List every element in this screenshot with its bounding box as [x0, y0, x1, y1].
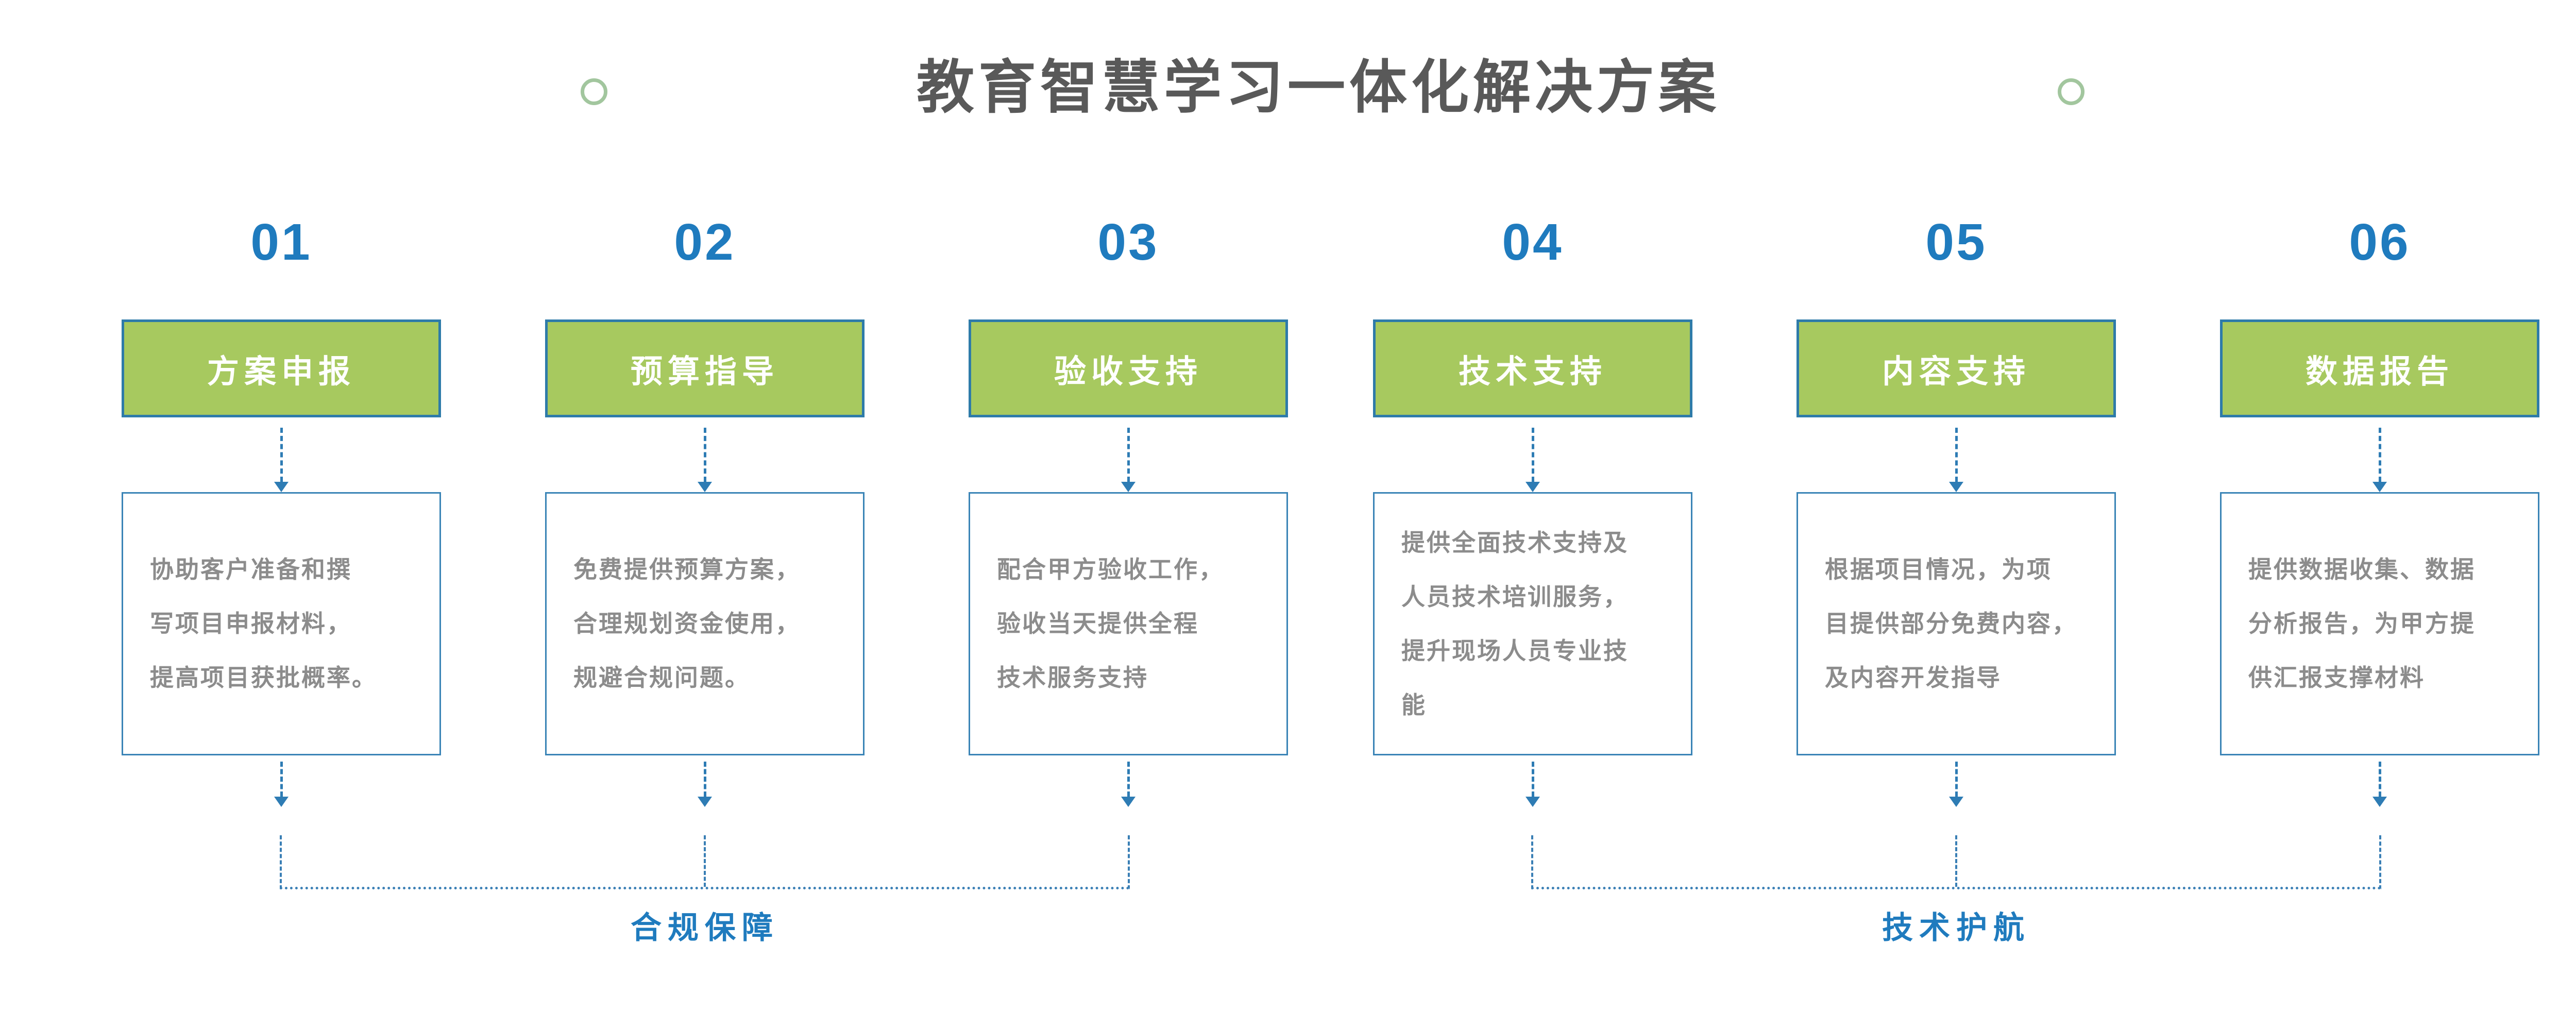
group-label: 合规保障 — [631, 911, 779, 945]
steps-area: 01 方案申报 协助客户准备和撰 写项目申报材料， 提高项目获批概率。 02 预… — [122, 216, 2539, 948]
group-columns: 04 技术支持 提供全面技术支持及 人员技术培训服务， 提升现场人员专业技 能 … — [1373, 216, 2539, 807]
step-header-box: 验收支持 — [969, 319, 1288, 417]
arrow-dash-line — [1955, 428, 1958, 482]
step-description: 协助客户准备和撰 写项目申报材料， 提高项目获批概率。 — [150, 556, 377, 691]
step-number: 06 — [2349, 213, 2411, 271]
group-compliance: 01 方案申报 协助客户准备和撰 写项目申报材料， 提高项目获批概率。 02 预… — [122, 216, 1288, 948]
step-4: 04 技术支持 提供全面技术支持及 人员技术培训服务， 提升现场人员专业技 能 — [1373, 216, 1692, 807]
arrow-head-icon — [1526, 797, 1540, 807]
header: 教育智慧学习一体化解决方案 — [0, 0, 2576, 216]
arrow-dash-line — [280, 762, 283, 797]
circle-ring-icon — [2058, 78, 2084, 105]
step-description: 提供全面技术支持及 人员技术培训服务， 提升现场人员专业技 能 — [1401, 529, 1629, 718]
group-technology: 04 技术支持 提供全面技术支持及 人员技术培训服务， 提升现场人员专业技 能 … — [1373, 216, 2539, 948]
dashed-arrow-down-icon — [1949, 417, 1963, 492]
arrow-head-icon — [1121, 797, 1136, 807]
step-6: 06 数据报告 提供数据收集、数据 分析报告，为甲方提 供汇报支撑材料 — [2220, 216, 2539, 807]
step-2: 02 预算指导 免费提供预算方案， 合理规划资金使用， 规避合规问题。 — [545, 216, 865, 807]
step-description-box: 免费提供预算方案， 合理规划资金使用， 规避合规问题。 — [545, 492, 865, 755]
step-header-box: 方案申报 — [122, 319, 441, 417]
circle-ring-icon — [581, 78, 607, 105]
step-header-box: 内容支持 — [1797, 319, 2116, 417]
step-description: 提供数据收集、数据 分析报告，为甲方提 供汇报支撑材料 — [2248, 556, 2476, 691]
step-description-box: 配合甲方验收工作， 验收当天提供全程 技术服务支持 — [969, 492, 1288, 755]
step-header-box: 数据报告 — [2220, 319, 2539, 417]
step-description: 配合甲方验收工作， 验收当天提供全程 技术服务支持 — [997, 556, 1224, 691]
step-number: 01 — [250, 213, 312, 271]
arrow-head-icon — [1121, 482, 1136, 492]
arrow-head-icon — [1949, 797, 1963, 807]
dashed-arrow-down-icon — [1949, 755, 1963, 807]
dashed-arrow-down-icon — [2372, 417, 2387, 492]
arrow-head-icon — [274, 797, 289, 807]
dashed-arrow-down-icon — [1526, 755, 1540, 807]
step-description-box: 提供数据收集、数据 分析报告，为甲方提 供汇报支撑材料 — [2220, 492, 2539, 755]
arrow-dash-line — [703, 428, 706, 482]
arrow-head-icon — [698, 482, 712, 492]
step-number: 04 — [1502, 213, 1564, 271]
step-1: 01 方案申报 协助客户准备和撰 写项目申报材料， 提高项目获批概率。 — [122, 216, 441, 807]
dashed-arrow-down-icon — [1121, 417, 1136, 492]
dashed-arrow-down-icon — [698, 417, 712, 492]
group-columns: 01 方案申报 协助客户准备和撰 写项目申报材料， 提高项目获批概率。 02 预… — [122, 216, 1288, 807]
group-connector-bracket — [1531, 835, 2381, 889]
step-3: 03 验收支持 配合甲方验收工作， 验收当天提供全程 技术服务支持 — [969, 216, 1288, 807]
arrow-dash-line — [280, 428, 283, 482]
arrow-head-icon — [274, 482, 289, 492]
dashed-arrow-down-icon — [2372, 755, 2387, 807]
arrow-dash-line — [2378, 762, 2381, 797]
dashed-arrow-down-icon — [698, 755, 712, 807]
arrow-head-icon — [1949, 482, 1963, 492]
arrow-dash-line — [1531, 762, 1534, 797]
dashed-arrow-down-icon — [1526, 417, 1540, 492]
arrow-head-icon — [1526, 482, 1540, 492]
dashed-arrow-down-icon — [274, 417, 289, 492]
dashed-arrow-down-icon — [1121, 755, 1136, 807]
dashed-arrow-down-icon — [274, 755, 289, 807]
step-5: 05 内容支持 根据项目情况，为项 目提供部分免费内容， 及内容开发指导 — [1797, 216, 2116, 807]
arrow-head-icon — [698, 797, 712, 807]
step-description: 免费提供预算方案， 合理规划资金使用， 规避合规问题。 — [573, 556, 801, 691]
step-number: 05 — [1925, 213, 1987, 271]
arrow-dash-line — [1531, 428, 1534, 482]
step-description-box: 协助客户准备和撰 写项目申报材料， 提高项目获批概率。 — [122, 492, 441, 755]
arrow-dash-line — [703, 762, 706, 797]
step-description-box: 提供全面技术支持及 人员技术培训服务， 提升现场人员专业技 能 — [1373, 492, 1692, 755]
arrow-head-icon — [2372, 797, 2387, 807]
step-header-box: 技术支持 — [1373, 319, 1692, 417]
step-number: 03 — [1097, 213, 1159, 271]
arrow-dash-line — [1127, 762, 1130, 797]
step-description: 根据项目情况，为项 目提供部分免费内容， 及内容开发指导 — [1825, 556, 2077, 691]
arrow-dash-line — [1955, 762, 1958, 797]
group-label: 技术护航 — [1882, 911, 2030, 945]
step-number: 02 — [674, 213, 736, 271]
step-description-box: 根据项目情况，为项 目提供部分免费内容， 及内容开发指导 — [1797, 492, 2116, 755]
arrow-dash-line — [2378, 428, 2381, 482]
arrow-dash-line — [1127, 428, 1130, 482]
page-title: 教育智慧学习一体化解决方案 — [917, 55, 1720, 120]
step-header-box: 预算指导 — [545, 319, 865, 417]
arrow-head-icon — [2372, 482, 2387, 492]
group-connector-bracket — [280, 835, 1130, 889]
